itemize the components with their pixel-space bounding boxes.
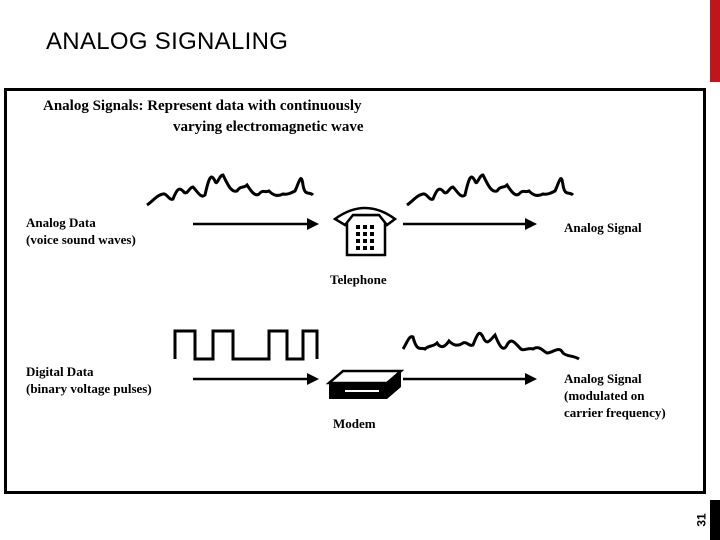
arrow-icon-top-right [403, 218, 537, 230]
figure-heading-line2: varying electromagnetic wave [173, 119, 364, 135]
digital-data-line2: (binary voltage pulses) [26, 381, 152, 396]
analog-data-line2: (voice sound waves) [26, 232, 136, 247]
modem-label: Modem [333, 416, 376, 431]
arrow-icon-bottom-left [193, 373, 319, 385]
digital-data-label: Digital Data (binary voltage pulses) [26, 363, 152, 397]
voice-waveform [146, 173, 315, 207]
slide-number: 31 [694, 500, 710, 540]
accent-bar [710, 0, 720, 82]
analog-signal-modulated-label: Analog Signal (modulated on carrier freq… [564, 370, 666, 421]
page-number-bar [710, 500, 720, 540]
analog-signal-waveform-bottom [401, 331, 580, 361]
analog-data-label: Analog Data (voice sound waves) [26, 214, 136, 248]
figure-heading-line1: Analog Signals: Represent data with cont… [43, 98, 362, 114]
analog-signal2-line3: carrier frequency) [564, 405, 666, 420]
telephone-icon [332, 206, 398, 257]
slide-title: ANALOG SIGNALING [46, 28, 289, 55]
analog-data-line1: Analog Data [26, 215, 96, 230]
slide-number-text: 31 [694, 513, 709, 527]
digital-data-line1: Digital Data [26, 364, 94, 379]
figure-heading: Analog Signals: Represent data with cont… [43, 96, 364, 138]
telephone-label: Telephone [330, 272, 387, 287]
square-wave [173, 329, 319, 361]
analog-signal2-line1: Analog Signal [564, 371, 642, 386]
analog-signal2-line2: (modulated on [564, 388, 645, 403]
modem-icon [325, 369, 405, 399]
analog-signaling-figure: Analog Signals: Represent data with cont… [4, 88, 706, 494]
analog-signal-waveform-top [406, 173, 575, 207]
arrow-icon-top-left [193, 218, 319, 230]
arrow-icon-bottom-right [403, 373, 537, 385]
figure-artwork [146, 173, 580, 399]
analog-signal-label: Analog Signal [564, 220, 642, 235]
